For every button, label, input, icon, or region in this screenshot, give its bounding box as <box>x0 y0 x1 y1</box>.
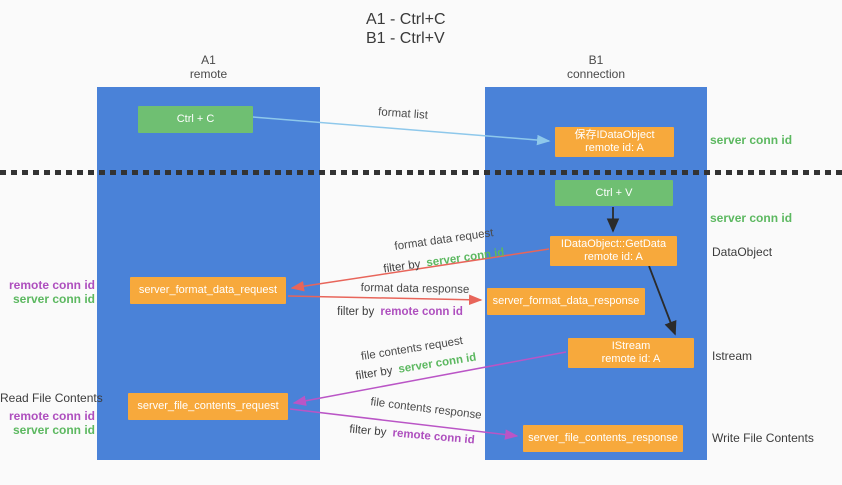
filter-by-text: filter by <box>382 258 422 276</box>
node-ctrl-v-label: Ctrl + V <box>595 186 633 199</box>
node-save-idataobject: 保存IDataObject remote id: A <box>555 127 674 157</box>
node-istream-line2: remote id: A <box>601 353 661 365</box>
node-getdata-line1: IDataObject::GetData <box>560 238 667 250</box>
node-istream-line1: IStream <box>611 340 651 352</box>
lane-header-b1: B1 connection <box>485 53 707 81</box>
node-server-format-data-request: server_format_data_request <box>130 277 286 304</box>
label-filter-file-response: filter by remote conn id <box>349 424 475 447</box>
node-server-file-contents-response-label: server_file_contents_response <box>528 432 678 444</box>
title-line-1: A1 - Ctrl+C <box>366 11 446 28</box>
right-label-dataobject: DataObject <box>712 245 773 259</box>
node-server-format-data-request-label: server_format_data_request <box>138 284 278 296</box>
node-istream: IStream remote id: A <box>568 338 694 368</box>
node-ctrl-v: Ctrl + V <box>555 180 673 206</box>
label-file-contents-response: file contents response <box>369 396 483 422</box>
right-label-server-conn-id-2: server conn id <box>710 211 793 225</box>
node-save-idataobject-line1: 保存IDataObject <box>574 129 655 141</box>
title-line-2: B1 - Ctrl+V <box>366 30 445 47</box>
filter-by-text: filter by <box>348 423 387 439</box>
node-ctrl-c: Ctrl + C <box>138 106 253 133</box>
remote-conn-id-text: remote conn id <box>391 427 476 447</box>
filter-by-text: filter by <box>354 364 394 383</box>
label-format-data-response: format data response <box>360 282 470 296</box>
right-label-write-file-contents: Write File Contents <box>712 431 814 445</box>
node-getdata-line2: remote id: A <box>584 251 643 263</box>
node-server-file-contents-request: server_file_contents_request <box>128 393 288 420</box>
left-label-group-format: remote conn id server conn id <box>0 278 95 306</box>
diagram-title: A1 - Ctrl+C B1 - Ctrl+V <box>366 10 446 48</box>
left-label-read-file-contents: Read File Contents <box>0 391 103 405</box>
lane-a1-name: A1 <box>201 53 216 67</box>
node-ctrl-c-label: Ctrl + C <box>176 113 215 125</box>
node-server-format-data-response-label: server_format_data_response <box>492 295 640 307</box>
left-label-remote-conn-id-1: remote conn id <box>8 278 95 292</box>
label-filter-format-response: filter by remote conn id <box>337 306 463 318</box>
filter-by-text: filter by <box>337 306 375 318</box>
node-server-file-contents-response: server_file_contents_response <box>523 425 683 452</box>
lane-header-a1: A1 remote <box>97 53 320 81</box>
node-save-idataobject-line2: remote id: A <box>585 142 644 154</box>
node-server-file-contents-request-label: server_file_contents_request <box>137 400 279 412</box>
left-label-group-file: Read File Contents remote conn id server… <box>0 391 103 437</box>
left-label-server-conn-id-2: server conn id <box>12 423 95 437</box>
right-label-istream: Istream <box>712 349 753 363</box>
left-label-remote-conn-id-2: remote conn id <box>8 409 95 423</box>
lane-a1-subtitle: remote <box>189 67 228 81</box>
lane-b1-name: B1 <box>588 53 604 67</box>
label-format-list: format list <box>377 106 429 122</box>
right-label-server-conn-id-1: server conn id <box>710 133 793 147</box>
lane-b1-subtitle: connection <box>566 67 626 81</box>
section-divider-dotted-line <box>0 170 842 175</box>
node-server-format-data-response: server_format_data_response <box>487 288 645 315</box>
node-idataobject-getdata: IDataObject::GetData remote id: A <box>550 236 677 266</box>
remote-conn-id-text: remote conn id <box>380 306 463 318</box>
left-label-server-conn-id-1: server conn id <box>12 292 95 306</box>
